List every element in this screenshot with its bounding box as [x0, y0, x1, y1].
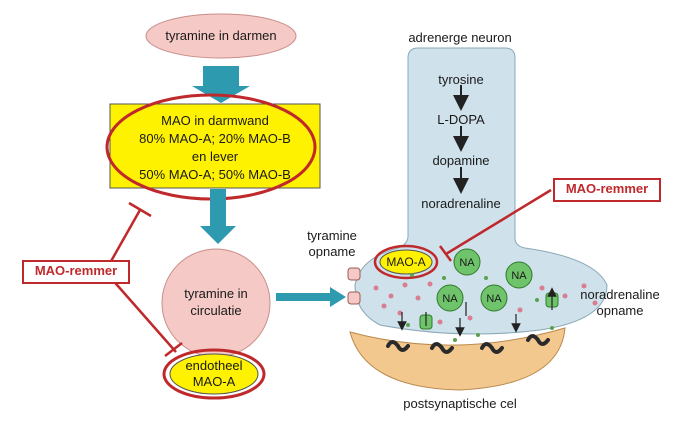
inhibitor-line-lower	[109, 276, 177, 353]
na-vesicle	[436, 284, 464, 312]
na-vesicle-label: NA	[511, 270, 527, 282]
tyramine-transporter	[347, 267, 361, 305]
postsynaptic-cell	[349, 327, 566, 391]
endotheel-node	[169, 353, 259, 395]
inhibitor-line-right	[445, 188, 552, 256]
na-transporter	[419, 287, 559, 330]
tyramine-uptake-line2: opname	[308, 244, 356, 259]
inhibitor-line-upper	[108, 209, 142, 264]
inhibitor-bar-lower	[164, 342, 183, 357]
na-uptake-line2: opname	[596, 303, 644, 318]
mao-a-neuron-label: MAO-A	[386, 255, 426, 269]
flow-arrow-down-2	[200, 189, 236, 244]
receptors	[386, 334, 550, 354]
tyramine-gut-label: tyramine in darmen	[165, 28, 277, 43]
pathway-step-tyrosine: tyrosine	[438, 72, 484, 87]
na-vesicle	[480, 284, 508, 312]
flow-arrow-right	[276, 287, 346, 307]
endotheel-line2: MAO-A	[192, 374, 236, 389]
postsynaptic-label: postsynaptische cel	[403, 396, 517, 411]
na-vesicle-label: NA	[486, 293, 502, 305]
mao-box-line2: 80% MAO-A; 20% MAO-B	[139, 131, 291, 146]
tyramine-uptake-line1: tyramine	[307, 228, 357, 243]
mao-box-line4: 50% MAO-A; 50% MAO-B	[139, 167, 291, 182]
mao-box	[109, 103, 321, 189]
inhibitor-bar-upper	[128, 201, 152, 218]
na-vesicle-label: NA	[442, 293, 458, 305]
tyramine-gut-node	[145, 13, 297, 59]
pathway-step-noradrenaline: noradrenaline	[421, 196, 501, 211]
neuron-title: adrenerge neuron	[408, 30, 512, 45]
endotheel-line1: endotheel	[185, 358, 243, 373]
mao-a-neuron-highlight-ring	[373, 244, 439, 280]
endotheel-highlight-ring	[162, 348, 266, 400]
transmitter-dots	[373, 281, 598, 325]
vesicle-group	[436, 248, 533, 312]
mao-remmer-left: MAO-remmer	[22, 260, 130, 284]
tyramine-circ-line2: circulatie	[190, 303, 242, 318]
pathway-step-dopamine: dopamine	[432, 153, 490, 168]
na-uptake-line1: noradrenaline	[580, 287, 660, 302]
mao-box-line1: MAO in darmwand	[161, 113, 269, 128]
inhibitor-bar-right	[438, 245, 453, 262]
na-vesicle	[505, 261, 533, 289]
na-vesicle-label: NA	[459, 257, 475, 269]
na-vesicle	[453, 248, 481, 276]
mao-a-neuron-node	[379, 249, 433, 275]
pathway-step-ldopa: L-DOPA	[437, 112, 485, 127]
mao-box-line3: en lever	[191, 149, 239, 164]
mao-remmer-right: MAO-remmer	[553, 178, 661, 202]
tyramine-circ-line1: tyramine in	[184, 286, 248, 301]
release-arrows	[397, 302, 521, 337]
